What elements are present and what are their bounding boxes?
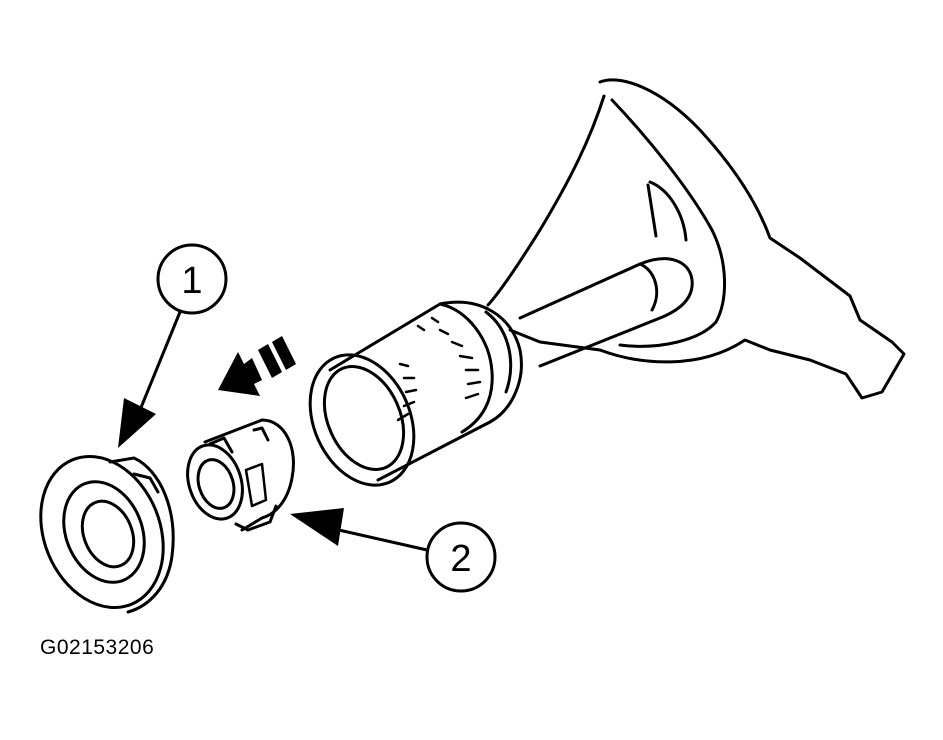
callout-1-label: 1 [181,260,202,302]
bezel-ring [39,454,175,614]
callout-1-arrowhead [118,398,156,448]
knurled-sleeve [308,300,523,487]
callout-1: 1 [118,243,228,448]
switch-insert [186,418,295,532]
callout-2-arrowhead [290,508,344,546]
figure-id-label: G02153206 [40,636,155,659]
column-housing [486,78,906,400]
callout-2: 2 [290,508,497,593]
insertion-direction-arrow [218,336,296,396]
callout-2-label: 2 [450,538,471,580]
